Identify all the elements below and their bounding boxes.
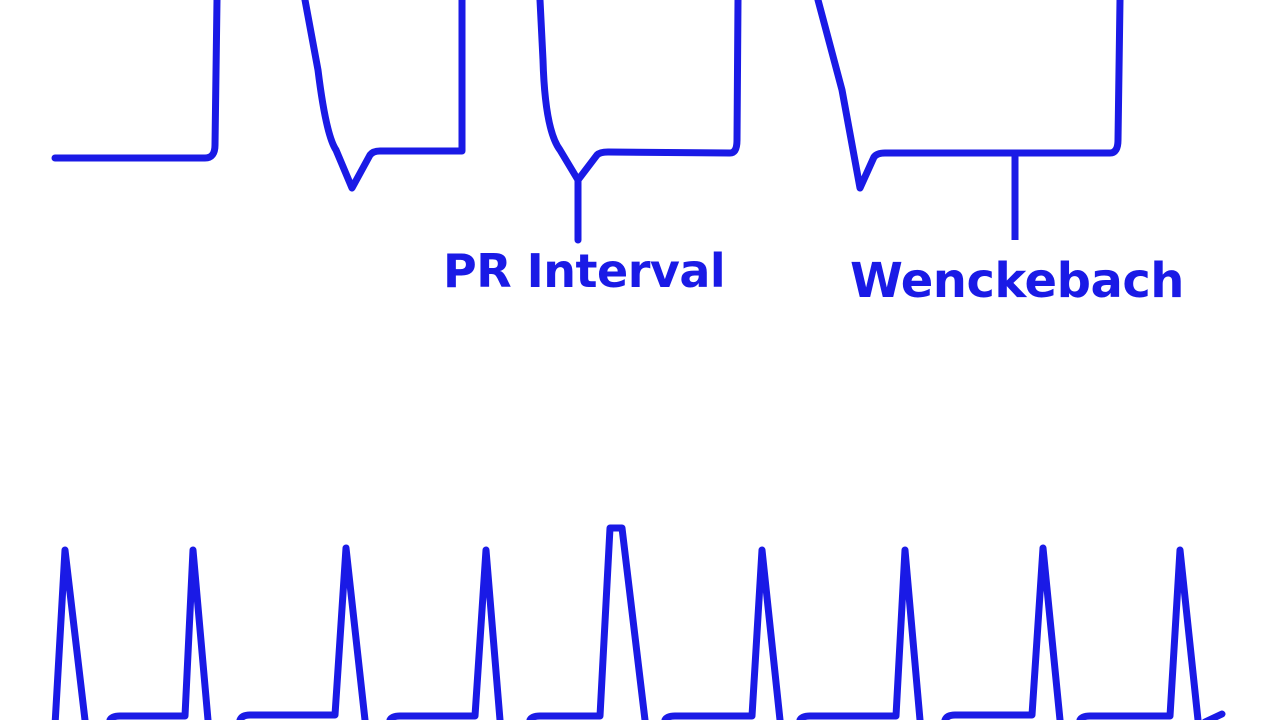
bottom-rhythm-strip: [51, 524, 1226, 720]
wenckebach-label: Wenckebach: [850, 253, 1184, 309]
pr-interval-label: PR Interval: [443, 244, 726, 298]
top-waveform: [51, 0, 1124, 192]
